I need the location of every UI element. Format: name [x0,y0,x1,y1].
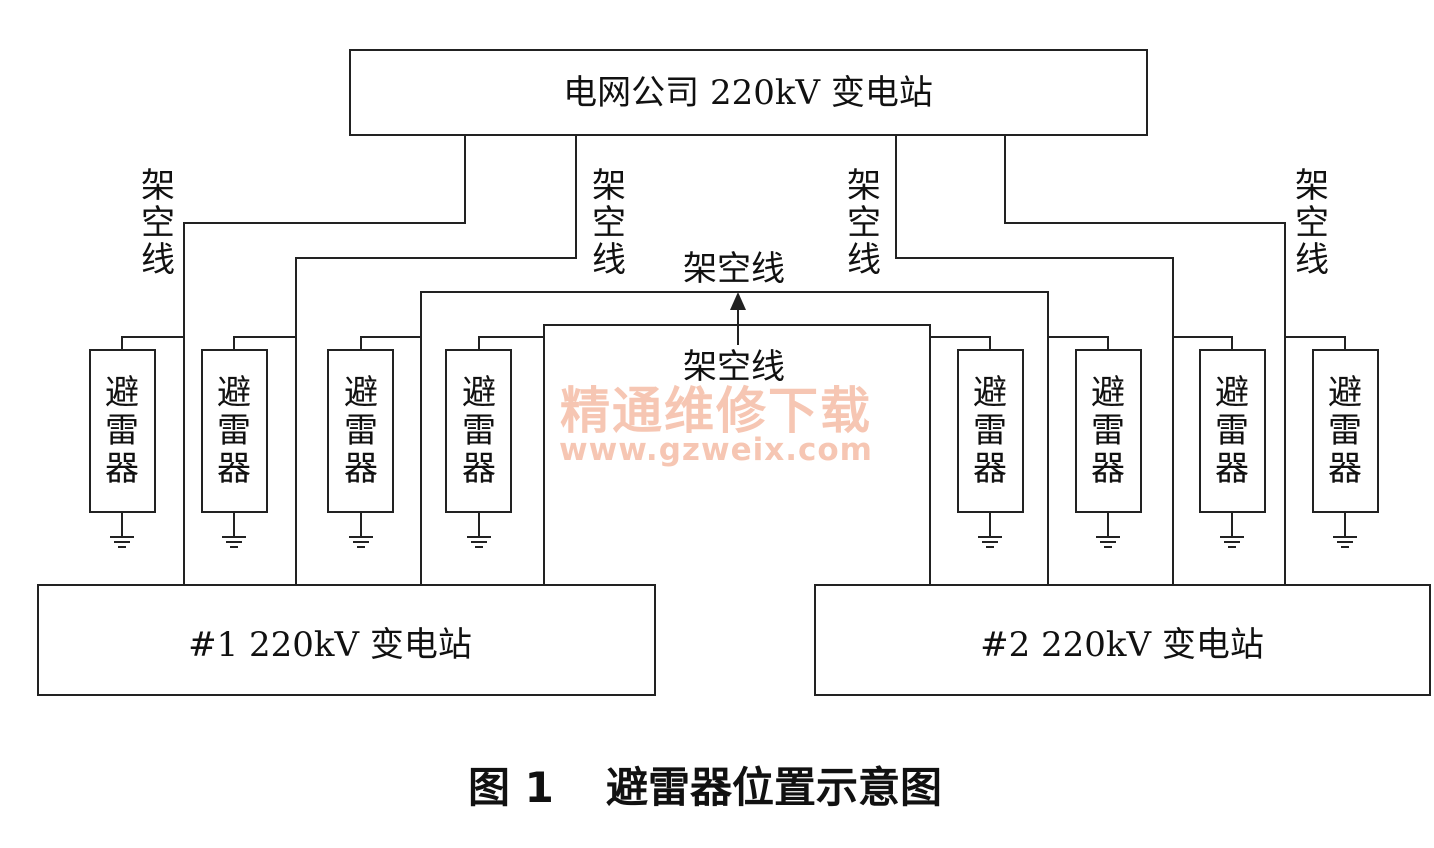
ground-icon [222,512,246,548]
arrester-label-char-1: 避 [217,373,251,413]
arrester-7: 避 雷 器 [1199,349,1266,513]
ground-symbols [110,512,1357,548]
arrester-5: 避 雷 器 [957,349,1024,513]
overhead-line-top-to-2-outer [1004,135,1286,585]
line-label-char-2: 空 [847,203,881,243]
top-substation: 电网公司 220kV 变电站 [349,49,1148,136]
overhead-line-top-to-1-outer [183,135,466,585]
arrester-label-char-3: 器 [973,449,1007,489]
arrester-label-char-3: 器 [462,449,496,489]
arrester-label-char-2: 雷 [1091,411,1125,451]
arrester-label-char-3: 器 [344,449,378,489]
watermark: 精通维修下载 www.gzweix.com [559,382,873,468]
arrester-label-char-1: 避 [1328,373,1362,413]
arrester-label-char-3: 器 [1328,449,1362,489]
arrester-label-char-2: 雷 [105,411,139,451]
arrester-label-char-1: 避 [462,373,496,413]
line-label-char-2: 空 [1295,203,1329,243]
line-label-char-3: 线 [592,240,626,280]
arrester-taps [121,336,1346,350]
watermark-cn: 精通维修下载 [560,382,872,440]
arrester-label-char-1: 避 [973,373,1007,413]
line-label-right-inner: 架 空 线 [847,166,881,280]
line-label-char-2: 空 [592,203,626,243]
line-label-char-3: 线 [141,240,175,280]
arrester-label-char-3: 器 [1215,449,1249,489]
arrester-label-char-1: 避 [105,373,139,413]
line-label-char-1: 架 [847,166,881,206]
arrester-label-char-1: 避 [1091,373,1125,413]
arresters: 避 雷 器 避 雷 器 避 雷 器 避 雷 器 避 雷 [89,349,1379,513]
watermark-url: www.gzweix.com [559,432,873,468]
ground-icon [1220,512,1244,548]
arrester-label-char-2: 雷 [217,411,251,451]
overhead-lines [183,135,1286,585]
overhead-line-tie-outer [420,291,1049,585]
arrester-label-char-3: 器 [105,449,139,489]
substation-1-label: #1 220kV 变电站 [188,625,472,665]
line-label-left-outer: 架 空 线 [141,166,175,280]
line-label-char-3: 线 [1295,240,1329,280]
substation-2: #2 220kV 变电站 [814,584,1431,696]
arrester-3: 避 雷 器 [327,349,394,513]
arrester-label-char-2: 雷 [462,411,496,451]
arrester-1: 避 雷 器 [89,349,156,513]
arrester-label-char-2: 雷 [1328,411,1362,451]
arrester-label-char-3: 器 [217,449,251,489]
arrester-6: 避 雷 器 [1075,349,1142,513]
ground-icon [978,512,1002,548]
line-label-right-outer: 架 空 线 [1295,166,1329,280]
substation-1: #1 220kV 变电站 [37,584,656,696]
arrester-label-char-2: 雷 [1215,411,1249,451]
line-label-char-1: 架 [1295,166,1329,206]
figure-title: 避雷器位置示意图 [606,763,942,812]
ground-icon [1096,512,1120,548]
line-label-char-2: 空 [141,203,175,243]
line-label-char-3: 线 [847,240,881,280]
arrow-up-icon [730,292,746,310]
ground-icon [110,512,134,548]
figure-caption: 图 1 避雷器位置示意图 [468,763,942,812]
overhead-line-top-to-1-inner [295,135,577,585]
arrester-2: 避 雷 器 [201,349,268,513]
arrester-label-char-3: 器 [1091,449,1125,489]
line-label-char-1: 架 [592,166,626,206]
arrester-label-char-1: 避 [344,373,378,413]
line-label-tie-inner: 架空线 [683,347,785,387]
ground-icon [1333,512,1357,548]
top-substation-label: 电网公司 220kV 变电站 [563,73,933,113]
overhead-line-top-to-2-inner [895,135,1174,585]
line-label-left-inner: 架 空 线 [592,166,626,280]
arrester-label-char-2: 雷 [344,411,378,451]
arrester-4: 避 雷 器 [445,349,512,513]
ground-icon [349,512,373,548]
substation-2-label: #2 220kV 变电站 [980,625,1264,665]
line-label-tie-outer: 架空线 [683,249,785,289]
ground-icon [467,512,491,548]
figure-number: 图 1 [468,763,554,812]
arrester-label-char-2: 雷 [973,411,1007,451]
line-label-char-1: 架 [141,166,175,206]
arrester-8: 避 雷 器 [1312,349,1379,513]
arrester-label-char-1: 避 [1215,373,1249,413]
